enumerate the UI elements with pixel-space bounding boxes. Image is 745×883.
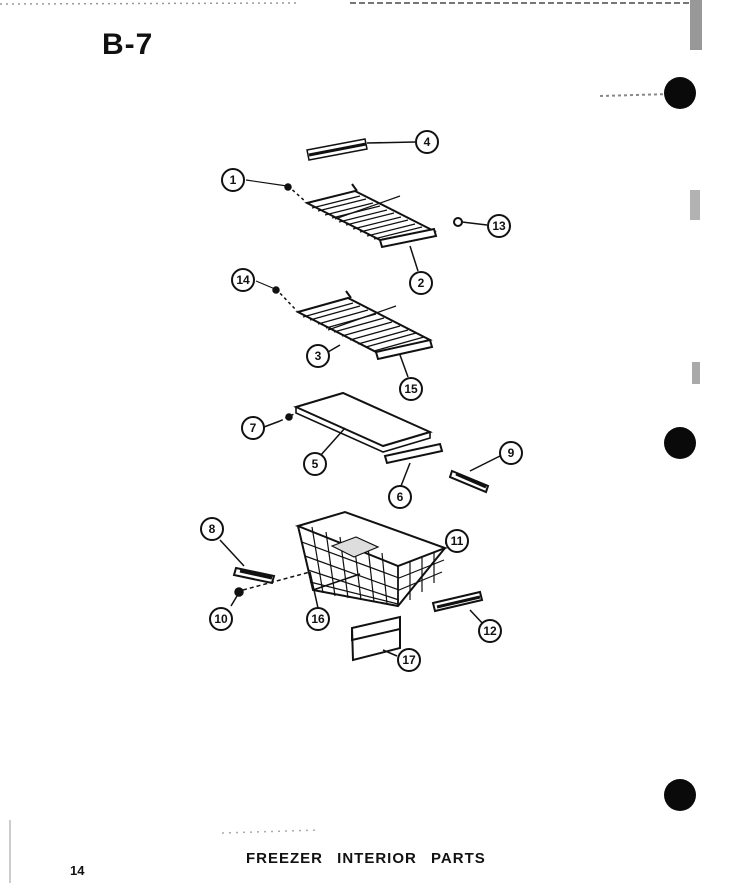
callout-14: 14: [231, 268, 255, 292]
callout-12: 12: [478, 619, 502, 643]
callout-2: 2: [409, 271, 433, 295]
small-trim-piece-part: [431, 590, 485, 626]
upper-wire-shelf-part: [245, 179, 488, 272]
callout-13: 13: [487, 214, 511, 238]
callout-10: 10: [209, 607, 233, 631]
callout-3: 3: [306, 344, 330, 368]
svg-text:14: 14: [236, 273, 250, 287]
callout-6: 6: [388, 485, 412, 509]
figure-caption: FREEZER INTERIOR PARTS: [246, 850, 486, 867]
svg-text:15: 15: [404, 382, 418, 396]
callout-labels: 4 1 13 2 14 3 15 7 5 9 6 8 11 10 16 12 1…: [200, 130, 523, 672]
page-number: 14: [70, 863, 85, 878]
svg-text:10: 10: [214, 612, 228, 626]
callout-11: 11: [445, 529, 469, 553]
svg-text:17: 17: [402, 653, 416, 667]
svg-text:7: 7: [250, 421, 257, 435]
scan-artifacts: [0, 0, 702, 883]
svg-text:4: 4: [424, 135, 431, 149]
svg-text:3: 3: [315, 349, 322, 363]
svg-text:13: 13: [492, 219, 506, 233]
freezer-basket-part: [294, 510, 467, 608]
basket-front-panel-part: [350, 615, 401, 662]
punch-hole: [664, 77, 696, 109]
svg-text:12: 12: [483, 624, 497, 638]
svg-text:2: 2: [418, 276, 425, 290]
callout-16: 16: [306, 607, 330, 631]
callout-17: 17: [397, 648, 421, 672]
svg-text:1: 1: [230, 173, 237, 187]
svg-text:8: 8: [209, 522, 216, 536]
callout-4: 4: [415, 130, 439, 154]
callout-7: 7: [241, 416, 265, 440]
crisper-cover-part: [263, 391, 444, 487]
lower-wire-shelf-part: [255, 280, 434, 378]
page-title: B-7: [102, 28, 154, 61]
right-slide-part: [448, 455, 501, 494]
callout-1: 1: [221, 168, 245, 192]
punch-hole: [664, 779, 696, 811]
punch-hole: [664, 427, 696, 459]
svg-text:5: 5: [312, 457, 319, 471]
svg-text:6: 6: [397, 490, 404, 504]
svg-text:16: 16: [311, 612, 325, 626]
callout-5: 5: [303, 452, 327, 476]
callout-8: 8: [200, 517, 224, 541]
svg-text:11: 11: [451, 534, 464, 548]
svg-text:9: 9: [508, 446, 515, 460]
callout-9: 9: [499, 441, 523, 465]
callout-15: 15: [399, 377, 423, 401]
trim-strip-part: [306, 138, 416, 161]
